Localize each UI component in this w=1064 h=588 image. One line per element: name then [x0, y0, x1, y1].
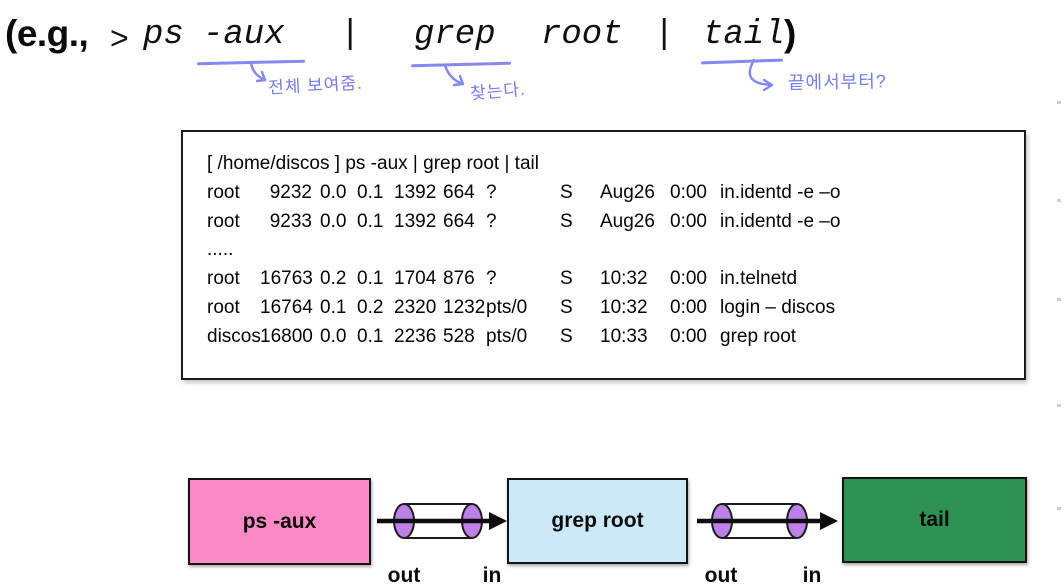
terminal-output-box: [ /home/discos ] ps -aux | grep root | t…	[181, 130, 1026, 380]
edge-artifact	[1057, 298, 1061, 301]
command-grep-arg: root	[541, 16, 623, 54]
shell-prompt-symbol: >	[110, 20, 129, 56]
col-mem: 0.2	[357, 296, 384, 318]
annotation-text-aux: 전체 보여줌.	[267, 73, 364, 98]
pipe1-cylinder-icon	[377, 503, 507, 539]
annotation-arrow-icon	[249, 62, 267, 83]
col-vsz: 1704	[394, 268, 437, 290]
process-row: root 9233 0.0 0.1 1392 664 ? S Aug26 0:0…	[207, 208, 1024, 237]
diagram-box-ps-aux: ps -aux	[188, 478, 371, 565]
col-rss: 664	[443, 181, 475, 203]
col-rss: 1232	[443, 296, 486, 318]
col-command: in.identd -e –o	[720, 210, 841, 232]
edge-artifact	[1057, 404, 1061, 407]
col-command: in.identd -e –o	[720, 181, 841, 203]
col-stat: S	[560, 210, 573, 232]
diagram-box-label: ps -aux	[242, 509, 317, 533]
col-tty: pts/0	[486, 325, 528, 347]
col-cpu: 0.1	[320, 296, 347, 318]
col-rss: 876	[443, 268, 475, 290]
col-start: 10:32	[600, 296, 648, 318]
annotation-hook-arrow-icon	[748, 58, 774, 92]
col-cpu: 0.0	[320, 210, 347, 232]
edge-artifact	[1057, 101, 1061, 104]
pipe2-out-label: out	[704, 564, 738, 587]
command-ps: ps	[143, 16, 184, 54]
col-time: 0:00	[670, 325, 707, 347]
edge-artifact	[1057, 199, 1061, 202]
col-mem: 0.1	[357, 181, 384, 203]
col-tty: ?	[486, 181, 497, 203]
col-tty: ?	[486, 210, 497, 232]
col-stat: S	[560, 181, 573, 203]
headline-prefix: (e.g.,	[5, 13, 89, 54]
col-time: 0:00	[670, 181, 707, 203]
col-cpu: 0.0	[320, 181, 347, 203]
command-grep: grep	[414, 16, 496, 54]
command-aux-flag: -aux	[203, 16, 285, 54]
col-stat: S	[560, 325, 573, 347]
col-rss: 528	[443, 325, 475, 347]
process-row: root 9232 0.0 0.1 1392 664 ? S Aug26 0:0…	[207, 179, 1024, 208]
col-stat: S	[560, 268, 573, 290]
col-time: 0:00	[670, 210, 707, 232]
process-row: discos 16800 0.0 0.1 2236 528 pts/0 S 10…	[207, 323, 1024, 352]
col-pid: 16763	[260, 268, 313, 290]
pipe-symbol-2: |	[654, 16, 675, 54]
col-start: 10:32	[600, 268, 648, 290]
pipe2-in-label: in	[802, 564, 822, 587]
col-command: in.telnetd	[720, 268, 798, 290]
col-tty: pts/0	[486, 296, 528, 318]
col-pid: 16800	[260, 325, 313, 347]
command-tail: tail	[703, 16, 785, 54]
annotation-text-tail: 끝에서부터?	[787, 71, 887, 93]
col-vsz: 1392	[394, 210, 437, 232]
col-mem: 0.1	[357, 325, 384, 347]
col-user: root	[207, 181, 240, 203]
diagram-box-grep-root: grep root	[507, 478, 688, 564]
annotation-arrow-icon	[443, 64, 465, 87]
annotation-text-grep: 찾는다.	[469, 79, 527, 104]
col-start: Aug26	[600, 181, 655, 203]
col-cpu: 0.2	[320, 268, 347, 290]
col-start: Aug26	[600, 210, 655, 232]
diagram-box-label: tail	[919, 508, 950, 531]
col-start: 10:33	[600, 325, 648, 347]
col-vsz: 2236	[394, 325, 437, 347]
col-mem: 0.1	[357, 210, 384, 232]
diagram-box-tail: tail	[842, 477, 1027, 563]
col-user: root	[207, 296, 240, 318]
col-user: discos	[207, 325, 261, 347]
edge-artifact	[1057, 507, 1061, 510]
col-stat: S	[560, 296, 573, 318]
pipe1-in-label: in	[482, 564, 502, 587]
col-user: root	[207, 210, 240, 232]
col-mem: 0.1	[357, 268, 384, 290]
col-time: 0:00	[670, 268, 707, 290]
col-pid: 16764	[260, 296, 313, 318]
col-tty: ?	[486, 268, 497, 290]
terminal-prompt-line: [ /home/discos ] ps -aux | grep root | t…	[207, 153, 539, 174]
process-row: root 16763 0.2 0.1 1704 876 ? S 10:32 0:…	[207, 265, 1024, 294]
pipe-symbol-1: |	[340, 16, 361, 54]
headline-suffix: )	[784, 13, 796, 54]
pipe1-out-label: out	[387, 564, 421, 587]
diagram-box-label: grep root	[551, 509, 644, 532]
col-time: 0:00	[670, 296, 707, 318]
col-cpu: 0.0	[320, 325, 347, 347]
col-command: grep root	[720, 325, 797, 347]
col-user: root	[207, 268, 240, 290]
process-row: root 16764 0.1 0.2 2320 1232 pts/0 S 10:…	[207, 294, 1024, 323]
col-pid: 9233	[269, 210, 312, 232]
pipe2-cylinder-icon	[697, 503, 838, 539]
col-vsz: 2320	[394, 296, 437, 318]
col-rss: 664	[443, 210, 475, 232]
col-pid: 9232	[269, 181, 312, 203]
col-vsz: 1392	[394, 181, 437, 203]
terminal-ellipsis-line: .....	[207, 239, 234, 261]
col-command: login – discos	[720, 296, 836, 318]
